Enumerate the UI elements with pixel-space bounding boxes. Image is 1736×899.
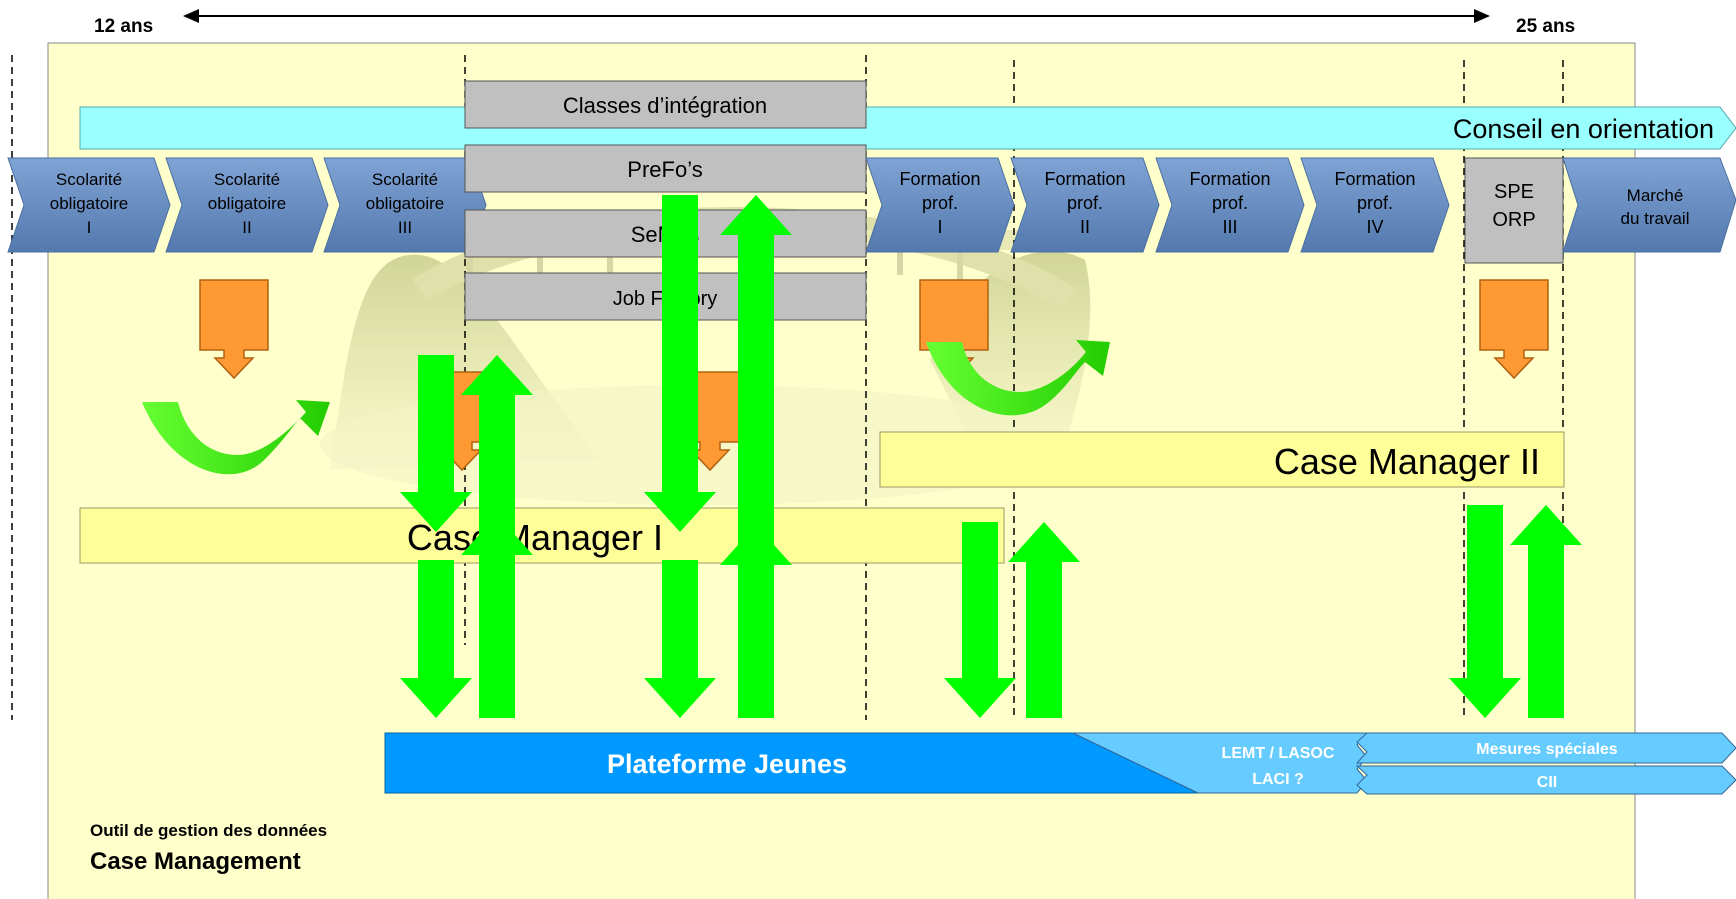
labour-market-line1: Marché <box>1627 186 1684 205</box>
school-stage-line1: Scolarité <box>56 170 122 189</box>
green-up-arrow <box>1008 522 1080 718</box>
training-stage-line3: III <box>1222 217 1237 237</box>
footer-subtitle: Outil de gestion des données <box>90 821 327 840</box>
training-stage-line2: prof. <box>1357 193 1393 213</box>
training-stages: Formationprof.IFormationprof.IIFormation… <box>865 157 1450 253</box>
training-stage-line3: II <box>1080 217 1090 237</box>
training-stage-line2: prof. <box>922 193 958 213</box>
law-line1: LEMT / LASOC <box>1222 745 1335 762</box>
spe-orp-box: SPE ORP <box>1464 157 1564 264</box>
age-start-label: 12 ans <box>94 16 153 37</box>
green-up-arrow <box>1510 505 1582 718</box>
school-stage-line3: III <box>398 218 412 237</box>
case-manager-1-label: Case Manager I <box>407 517 663 558</box>
green-up-arrow <box>720 525 792 718</box>
guidance-bar: Conseil en orientation <box>79 106 1736 150</box>
green-down-arrow <box>944 522 1016 718</box>
training-stage-line2: prof. <box>1212 193 1248 213</box>
footer-title: Case Management <box>90 848 301 875</box>
law-line2: LACI ? <box>1252 771 1304 788</box>
law-box: LEMT / LASOC LACI ? <box>1072 732 1369 794</box>
green-down-arrow <box>644 195 716 532</box>
training-stage-line2: prof. <box>1067 193 1103 213</box>
labour-market-line2: du travail <box>1621 209 1690 228</box>
orange-down-arrow <box>1479 279 1549 380</box>
curved-arrow <box>926 340 1110 416</box>
training-stage-chevron: Formation prof. IV <box>1300 157 1450 253</box>
labour-market-stage: Marché du travail <box>1562 157 1736 253</box>
offer-box <box>464 144 867 193</box>
green-down-arrow <box>1449 505 1521 718</box>
platform-bar: Plateforme Jeunes <box>384 732 1199 794</box>
curved-arrows <box>142 340 1110 475</box>
green-down-arrow <box>400 355 472 532</box>
training-stage-line1: Formation <box>1189 169 1270 189</box>
green-up-arrow <box>461 355 533 560</box>
orange-down-arrow <box>199 279 269 380</box>
special-measures: Mesures spéciales CII <box>1355 732 1736 795</box>
cii-label: CII <box>1537 774 1557 791</box>
green-up-arrow <box>461 515 533 718</box>
orp-label: ORP <box>1492 209 1535 231</box>
school-stage-line3: I <box>87 218 92 237</box>
age-axis: 12 ans 25 ans <box>94 9 1575 37</box>
curved-arrow <box>142 400 330 475</box>
offer-label: Classes d’intégration <box>563 93 767 118</box>
training-stage-line1: Formation <box>899 169 980 189</box>
school-stage-line2: obligatoire <box>50 194 128 213</box>
school-stage-line2: obligatoire <box>366 194 444 213</box>
spe-label: SPE <box>1494 181 1534 203</box>
training-stage-line3: I <box>937 217 942 237</box>
special-measures-label: Mesures spéciales <box>1476 741 1618 758</box>
platform-label: Plateforme Jeunes <box>607 749 847 779</box>
school-stage-line3: II <box>242 218 251 237</box>
guidance-bar-label: Conseil en orientation <box>1453 114 1714 144</box>
green-down-arrow <box>644 560 716 718</box>
transition-offers: Classes d’intégration PreFo’s SeMos Job … <box>464 80 867 321</box>
school-stage-line1: Scolarité <box>214 170 280 189</box>
green-up-arrow <box>720 195 792 560</box>
school-stage-line1: Scolarité <box>372 170 438 189</box>
green-arrows <box>400 195 1582 718</box>
case-manager-1: Case Manager I <box>79 507 1005 564</box>
age-end-label: 25 ans <box>1516 16 1575 37</box>
green-down-arrow <box>400 560 472 718</box>
offer-box <box>464 80 867 129</box>
training-stage-chevron: Formation prof. II <box>1010 157 1160 253</box>
school-stage-line2: obligatoire <box>208 194 286 213</box>
offer-label: PreFo’s <box>627 157 702 182</box>
case-manager-2-label: Case Manager II <box>1274 441 1540 482</box>
training-stage-line3: IV <box>1366 217 1383 237</box>
training-stage-line1: Formation <box>1334 169 1415 189</box>
case-manager-2: Case Manager II <box>879 431 1565 488</box>
training-stage-line1: Formation <box>1044 169 1125 189</box>
training-stage-chevron: Formation prof. I <box>865 157 1015 253</box>
training-stage-chevron: Formation prof. III <box>1155 157 1305 253</box>
